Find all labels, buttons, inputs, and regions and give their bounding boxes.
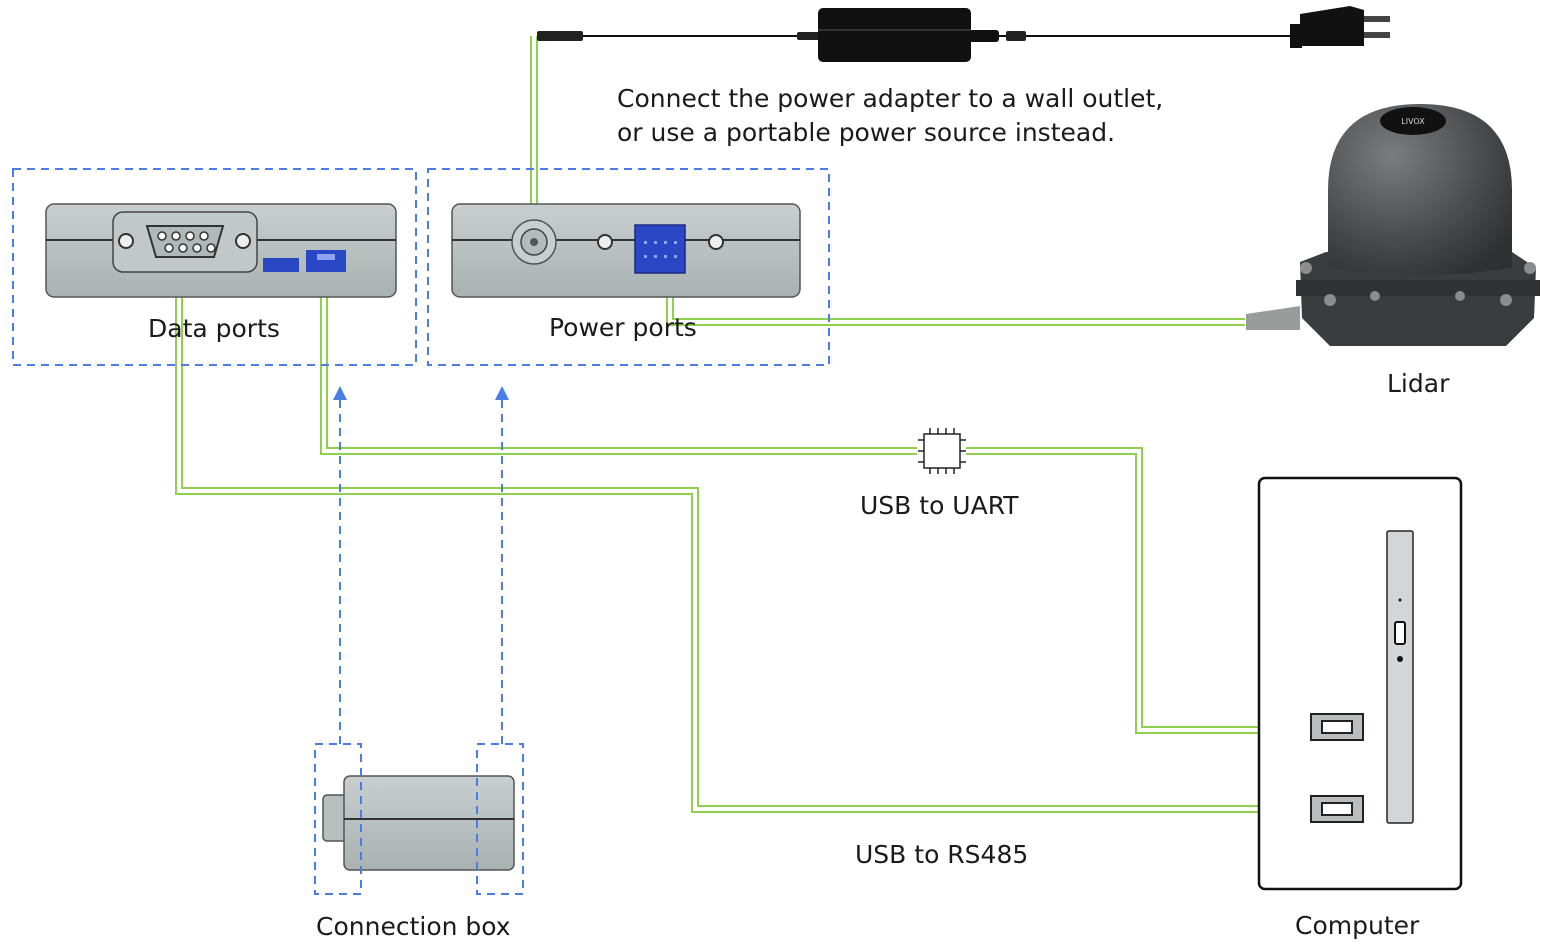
usb-to-uart-label: USB to UART — [860, 491, 1019, 520]
chip-icon — [918, 428, 966, 474]
uart-cable — [320, 270, 1311, 734]
data-ports-device — [45, 203, 397, 298]
rs485-cable — [175, 270, 1311, 813]
connection-arrows — [339, 395, 503, 744]
power-adapter-cable — [530, 36, 538, 222]
connection-box-label: Connection box — [316, 912, 511, 941]
lidar-device: LIVOX — [1246, 104, 1540, 346]
power-adapter — [537, 6, 1390, 62]
power-instruction: Connect the power adapter to a wall outl… — [617, 82, 1163, 150]
connection-box-device — [322, 775, 515, 871]
usb-to-rs485-label: USB to RS485 — [855, 840, 1029, 869]
power-ports-device — [451, 203, 801, 298]
power-ports-label: Power ports — [549, 313, 697, 342]
computer-label: Computer — [1295, 911, 1420, 940]
arrowheads — [333, 386, 509, 400]
power-instruction-line1: Connect the power adapter to a wall outl… — [617, 84, 1164, 113]
power-ports-frame — [427, 168, 830, 366]
data-ports-label: Data ports — [148, 314, 280, 343]
power-instruction-line2: or use a portable power source instead. — [617, 118, 1116, 147]
lidar-badge: LIVOX — [1401, 117, 1425, 126]
computer-device — [1257, 476, 1463, 891]
lidar-label: Lidar — [1387, 369, 1450, 398]
data-ports-frame — [12, 168, 417, 366]
